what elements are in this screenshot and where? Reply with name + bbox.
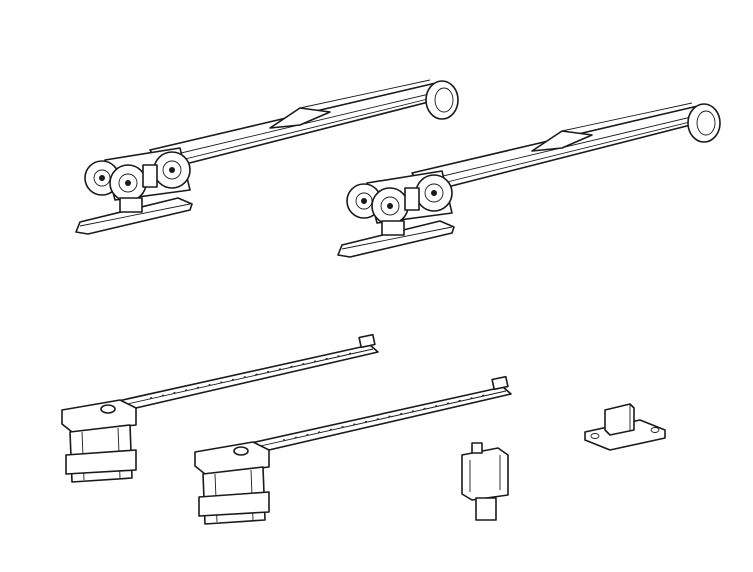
floor-guide bbox=[584, 403, 666, 451]
door-guide bbox=[461, 442, 509, 521]
roller-damper-right bbox=[337, 102, 721, 258]
top-rail-bracket-right bbox=[194, 375, 512, 525]
